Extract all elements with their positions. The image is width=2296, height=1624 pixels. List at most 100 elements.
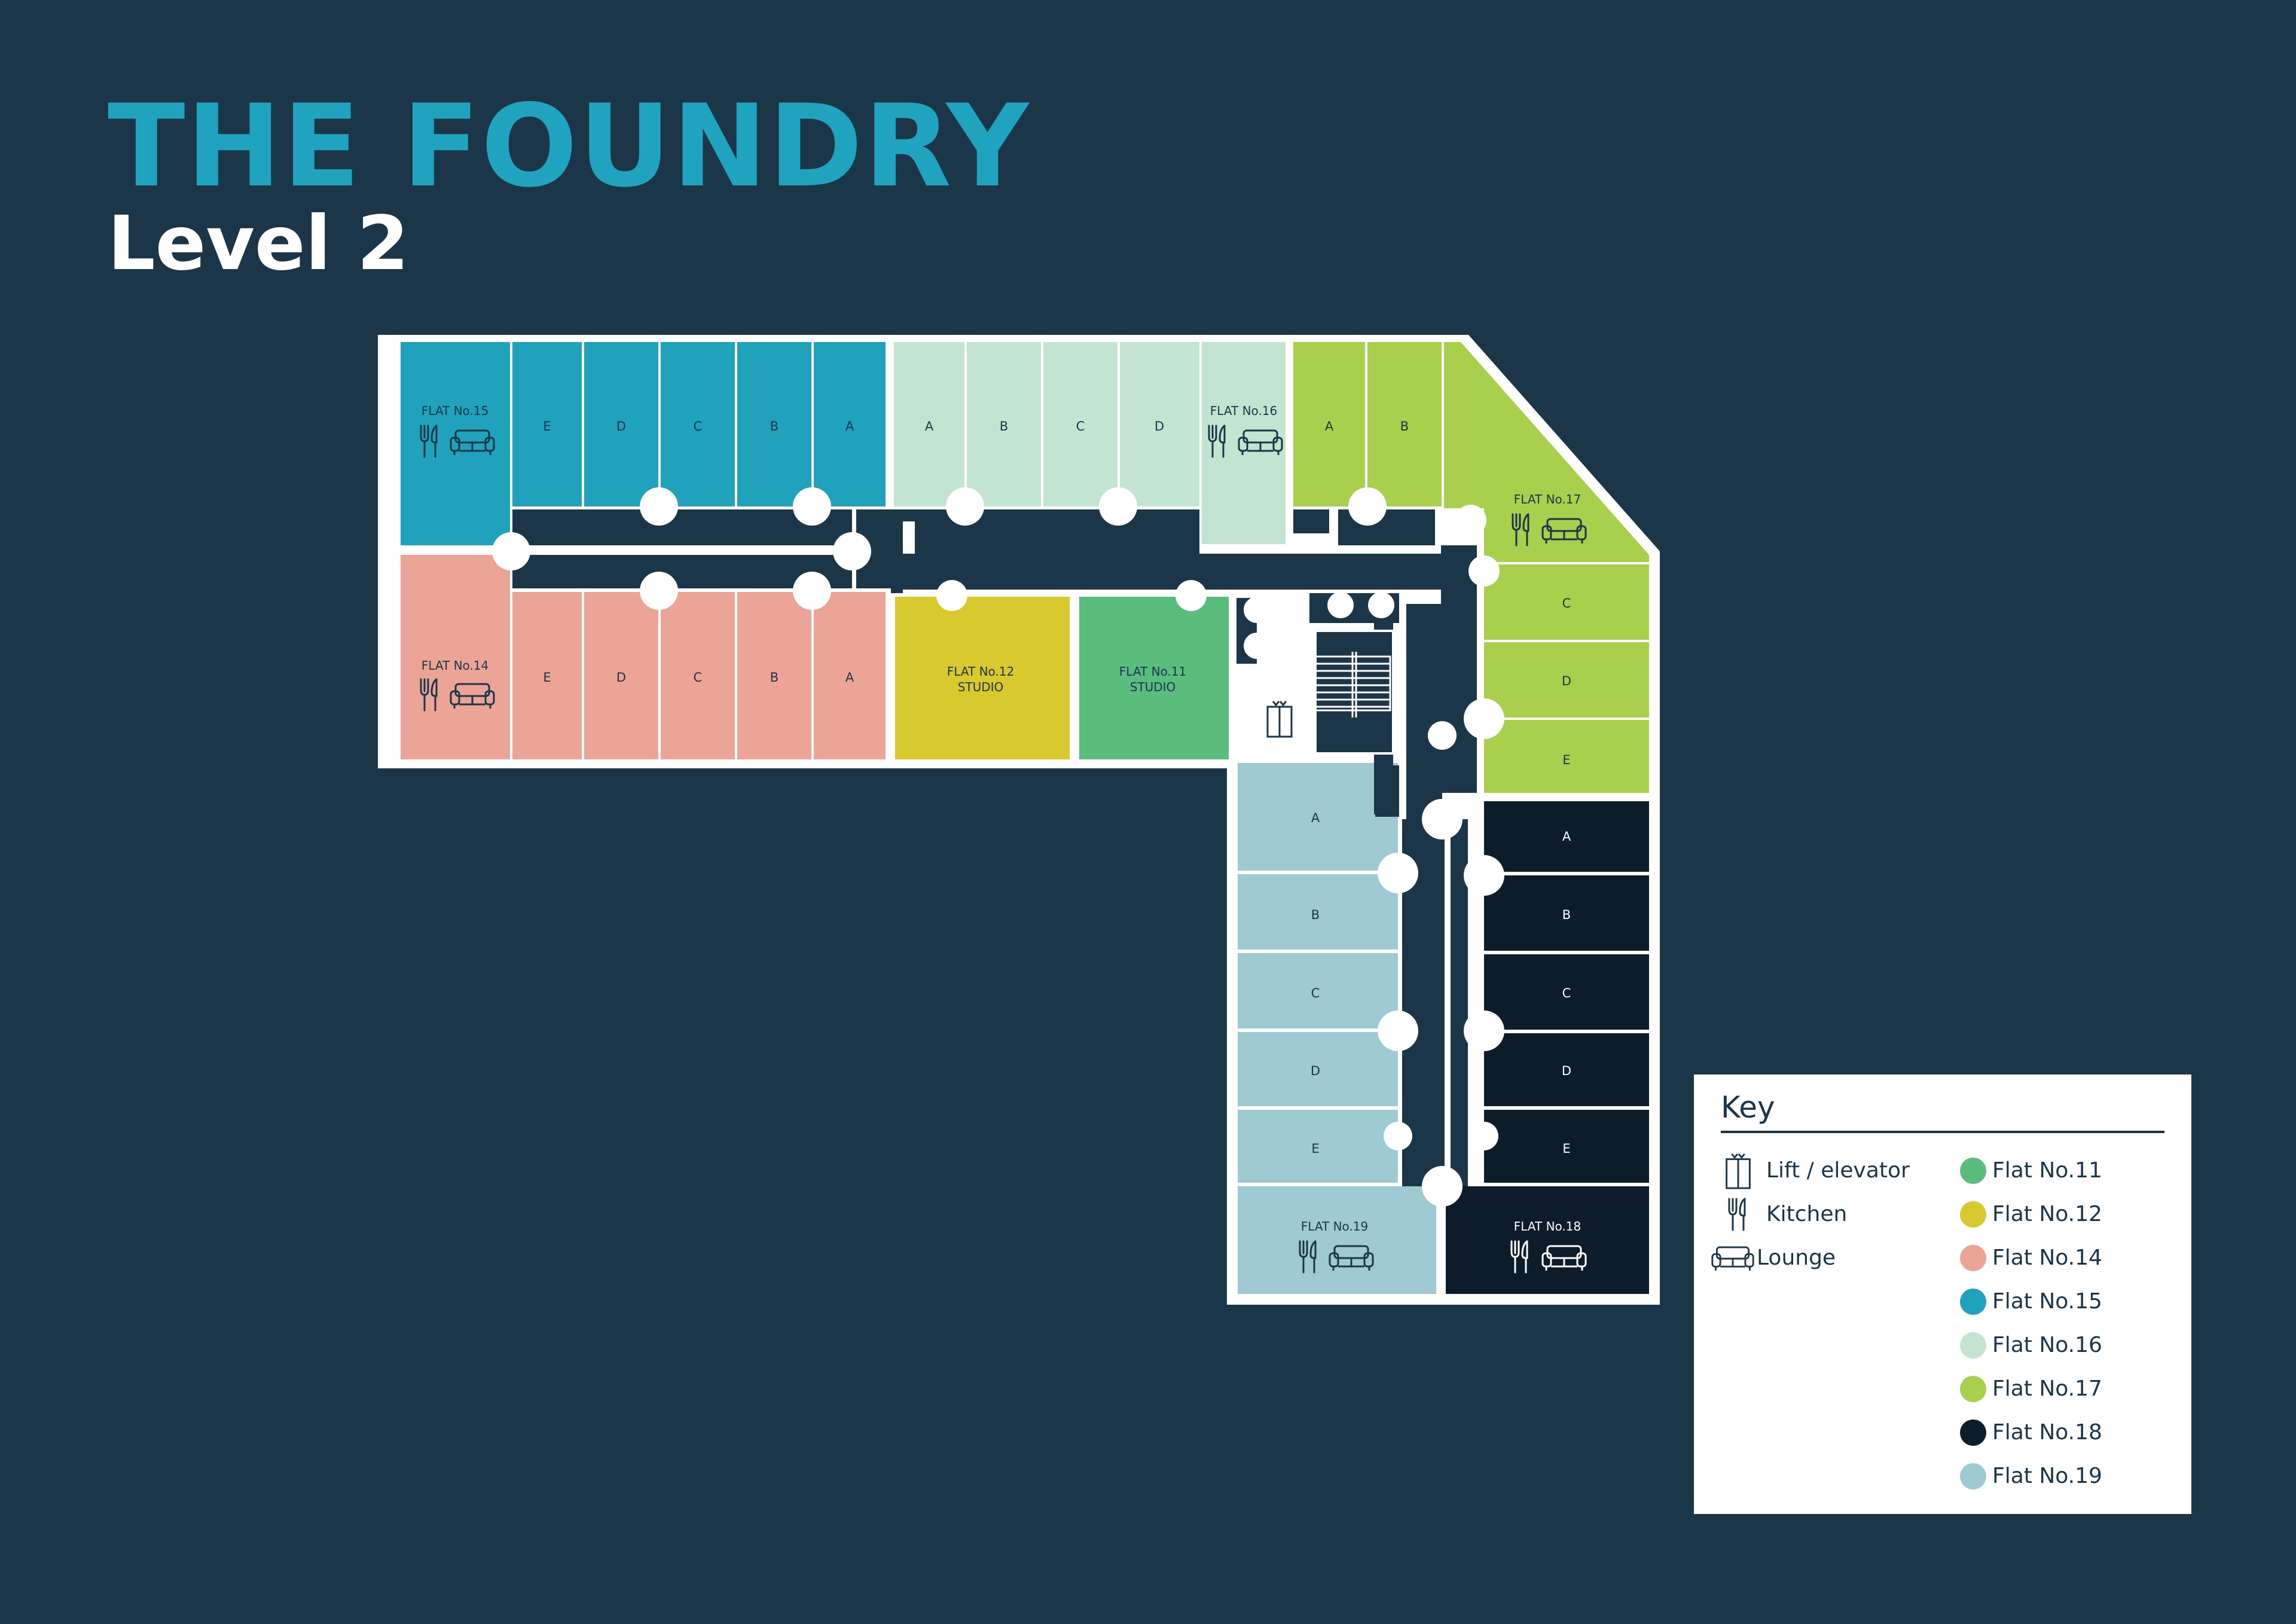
flat-19-room-d-label: D — [1311, 1064, 1320, 1078]
flat-18-room-a-label: A — [1562, 829, 1571, 844]
swatch-flat-16 — [1960, 1332, 1986, 1359]
key-item-kitchen: Kitchen — [1721, 1192, 1910, 1236]
flat-18-room-c — [1484, 954, 1649, 1030]
flat-17-room-c-label: C — [1562, 596, 1571, 610]
map-key: Key Lift / elevator Kitchen Lounge Flat … — [1694, 1074, 2191, 1514]
flat-18-room-a — [1484, 801, 1649, 872]
flat-17-room-b — [1367, 342, 1442, 506]
flat-17-room-a-label: A — [1325, 419, 1334, 434]
flat-18-room-b-label: B — [1562, 908, 1571, 922]
flat-15-room-e-label: E — [543, 419, 551, 434]
flat-14-room-b — [737, 592, 811, 759]
flat-11-sub: STUDIO — [1130, 680, 1176, 694]
flat-14-room-d-label: D — [616, 670, 626, 685]
flat-14-living — [401, 555, 510, 759]
level-subtitle: Level 2 — [108, 200, 410, 287]
key-flat-16: Flat No.16 — [1960, 1323, 2102, 1367]
key-flat-19-label: Flat No.19 — [1992, 1464, 2102, 1488]
flat-16-room-b — [967, 342, 1041, 506]
flat-12-sub: STUDIO — [958, 680, 1004, 694]
flat-18 — [1446, 801, 1649, 1294]
key-symbols: Lift / elevator Kitchen Lounge — [1711, 1149, 1910, 1280]
flat-14-room-b-label: B — [770, 670, 778, 685]
flat-15-room-d-label: D — [616, 419, 626, 434]
flat-18-room-e-label: E — [1562, 1141, 1570, 1156]
flat-18-room-d-label: D — [1562, 1064, 1571, 1078]
flat-15-label: FLAT No.15 — [422, 404, 488, 418]
key-flat-17: Flat No.17 — [1960, 1367, 2102, 1411]
key-divider — [1721, 1131, 2164, 1133]
flat-11-label: FLAT No.11 — [1119, 664, 1186, 679]
swatch-flat-18 — [1960, 1419, 1986, 1446]
key-title: Key — [1721, 1090, 1775, 1125]
flat-19-living — [1238, 1186, 1436, 1294]
flat-15-room-d — [584, 342, 658, 506]
flat-15-room-e — [512, 342, 582, 506]
flat-18-room-b — [1484, 875, 1649, 951]
flat-16 — [894, 342, 1286, 544]
flat-16-room-d-label: D — [1155, 419, 1164, 434]
flat-17-room-e — [1484, 720, 1649, 793]
key-flat-12: Flat No.12 — [1960, 1192, 2102, 1236]
flat-15-room-a — [814, 342, 886, 506]
flat-14-room-e-label: E — [543, 670, 551, 685]
key-item-lift-label: Lift / elevator — [1766, 1158, 1910, 1183]
flat-11-studio — [1079, 597, 1229, 759]
door-swings — [492, 487, 1504, 1207]
flat-14-room-e — [512, 592, 582, 759]
key-item-kitchen-label: Kitchen — [1766, 1202, 1848, 1226]
key-flat-16-label: Flat No.16 — [1992, 1333, 2102, 1357]
key-flat-19: Flat No.19 — [1960, 1454, 2102, 1498]
flat-14-room-c-label: C — [694, 670, 703, 685]
key-item-lounge-label: Lounge — [1757, 1246, 1836, 1270]
flat-19-label: FLAT No.19 — [1301, 1219, 1368, 1234]
flat-19-room-b-label: B — [1311, 908, 1320, 922]
flat-14-room-d — [584, 592, 658, 759]
flat-16-room-d — [1120, 342, 1199, 506]
flat-18-living — [1446, 1186, 1649, 1294]
page-title: THE FOUNDRY — [108, 80, 1030, 212]
flat-15-room-a-label: A — [845, 419, 854, 434]
flat-17 — [1293, 342, 1649, 793]
flat-17-room-d — [1484, 642, 1649, 718]
flat-14-room-a-label: A — [845, 670, 854, 685]
flat-18-room-c-label: C — [1562, 986, 1571, 1000]
flat-17-label: FLAT No.17 — [1514, 492, 1581, 506]
flat-16-room-c — [1043, 342, 1118, 506]
stair-core — [1314, 630, 1394, 755]
flat-19-room-c-label: C — [1311, 986, 1320, 1000]
flat-15-room-b-label: B — [770, 419, 778, 434]
flat-14-label: FLAT No.14 — [422, 658, 488, 673]
flat-19-room-d — [1238, 1032, 1398, 1106]
flat-18-room-d — [1484, 1033, 1649, 1106]
flat-19-room-a — [1238, 763, 1398, 871]
key-flat-12-label: Flat No.12 — [1992, 1202, 2102, 1226]
flat-14-room-a — [814, 592, 886, 759]
key-flat-18-label: Flat No.18 — [1992, 1420, 2102, 1445]
flat-19 — [1238, 763, 1436, 1294]
sofa-icon — [1711, 1246, 1754, 1271]
swatch-flat-12 — [1960, 1201, 1986, 1228]
flat-16-room-a-label: A — [925, 419, 934, 434]
flat-17-room-e-label: E — [1562, 753, 1570, 767]
flat-15 — [401, 342, 886, 545]
flat-19-room-b — [1238, 874, 1398, 950]
flat-19-room-e — [1238, 1110, 1398, 1183]
key-flat-15: Flat No.15 — [1960, 1280, 2102, 1323]
flat-18-label: FLAT No.18 — [1514, 1219, 1581, 1234]
flat-17-living — [1444, 342, 1649, 562]
flat-16-room-b-label: B — [1000, 419, 1008, 434]
lift-icon — [1726, 1152, 1751, 1189]
swatch-flat-11 — [1960, 1157, 1986, 1184]
flat-17-room-d-label: D — [1562, 674, 1571, 688]
flat-14-room-c — [661, 592, 735, 759]
flat-19-room-c — [1238, 953, 1398, 1028]
key-flat-11-label: Flat No.11 — [1992, 1158, 2102, 1183]
swatch-flat-19 — [1960, 1463, 1986, 1489]
flat-15-room-c — [661, 342, 735, 506]
swatch-flat-15 — [1960, 1288, 1986, 1315]
flat-15-room-c-label: C — [694, 419, 703, 434]
flat-17-room-a — [1293, 342, 1365, 506]
flat-16-room-c-label: C — [1076, 419, 1085, 434]
flat-12-label: FLAT No.12 — [947, 664, 1014, 679]
